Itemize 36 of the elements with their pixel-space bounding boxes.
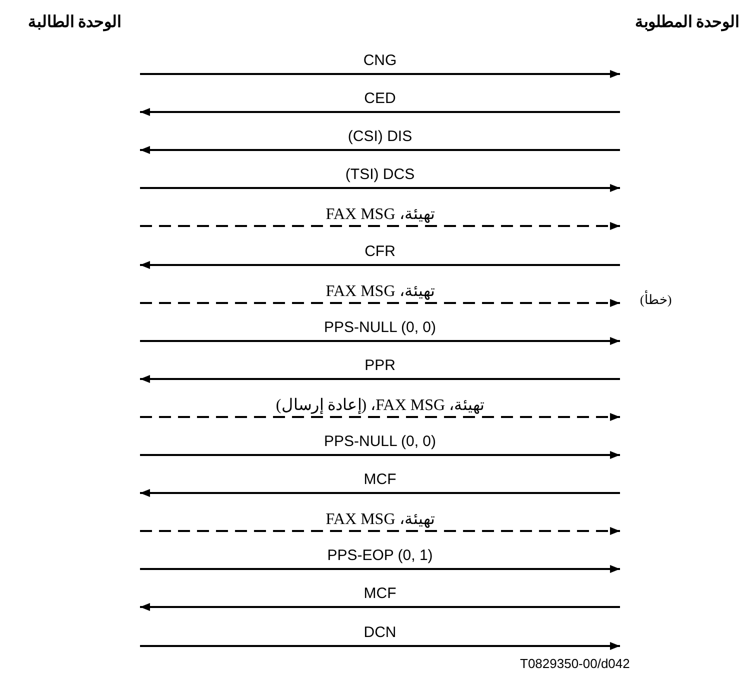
- message-label: PPS-NULL (0, 0): [324, 319, 436, 336]
- message-label: تهيئة، FAX MSG، (إعادة إرسال): [276, 396, 484, 415]
- message-arrow: [140, 108, 620, 116]
- participant-label: الوحدة الطالبة: [28, 13, 121, 32]
- message-label: PPS-EOP (0, 1): [327, 547, 433, 564]
- message-arrow: [140, 299, 620, 307]
- error-note: (خطأ): [640, 292, 672, 308]
- message-label: تهيئة، FAX MSG: [326, 205, 434, 224]
- message-label: MCF: [364, 471, 396, 488]
- message-arrow: [140, 337, 620, 345]
- message-label: (TSI) DCS: [345, 166, 415, 183]
- message-label: PPR: [364, 357, 396, 374]
- message-label: CED: [364, 90, 396, 107]
- message-arrow: [140, 642, 620, 650]
- message-arrow: [140, 489, 620, 497]
- message-arrow: [140, 603, 620, 611]
- message-arrow: [140, 261, 620, 269]
- message-label: PPS-NULL (0, 0): [324, 433, 436, 450]
- message-label: CNG: [363, 52, 397, 69]
- message-arrow: [140, 70, 620, 78]
- message-label: DCN: [364, 624, 396, 641]
- message-arrow: [140, 146, 620, 154]
- message-label: تهيئة، FAX MSG: [326, 510, 434, 529]
- message-arrow: [140, 375, 620, 383]
- message-arrow: [140, 565, 620, 573]
- message-arrow: [140, 413, 620, 421]
- message-label: CFR: [364, 243, 396, 260]
- message-arrow: [140, 222, 620, 230]
- participant-label: الوحدة المطلوبة: [635, 13, 739, 32]
- message-label: (CSI) DIS: [348, 128, 412, 145]
- message-label: تهيئة، FAX MSG: [326, 282, 434, 301]
- figure-id: T0829350-00/d042: [520, 656, 630, 671]
- message-arrow: [140, 527, 620, 535]
- message-label: MCF: [364, 585, 396, 602]
- message-arrow: [140, 451, 620, 459]
- message-arrow: [140, 184, 620, 192]
